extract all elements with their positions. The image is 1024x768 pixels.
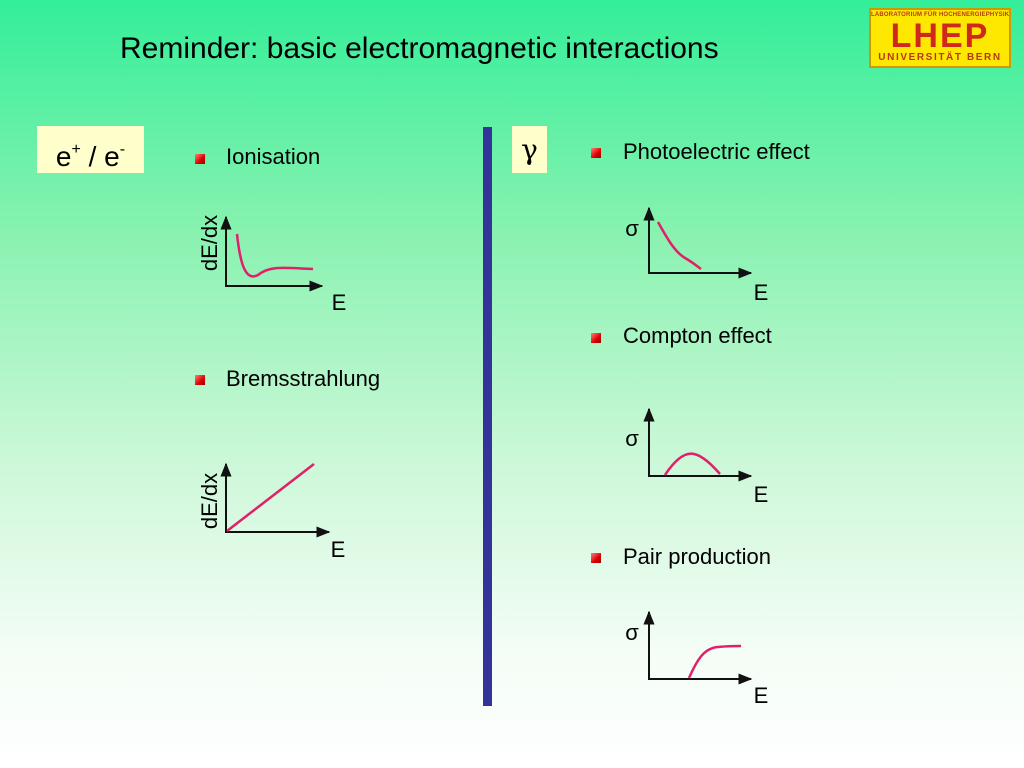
item-bremsstrahlung-label: Bremsstrahlung <box>226 366 381 391</box>
bremsstrahlung-y-label: dE/dx <box>197 473 222 529</box>
bullet-photoelectric <box>591 148 601 158</box>
ionisation-curve <box>235 233 314 278</box>
compton-y-label: σ <box>625 426 639 451</box>
photoelectric-x-label: E <box>754 280 769 305</box>
photoelectric-axes <box>643 206 753 279</box>
compton-plot: σ E <box>625 407 769 507</box>
item-ionisation-label: Ionisation <box>226 144 321 169</box>
logo-top-line: LABORATORIUM FÜR HOCHENERGIEPHYSIK <box>871 12 1010 18</box>
bremsstrahlung-axes <box>220 462 331 538</box>
photoelectric-curve <box>656 221 702 270</box>
item-photoelectric-label: Photoelectric effect <box>623 139 810 164</box>
photoelectric-plot: σ E <box>625 206 769 305</box>
slide-title: Reminder: basic electromagnetic interact… <box>120 32 719 65</box>
pair-production-plot: σ E <box>625 610 769 708</box>
ionisation-plot: dE/dx E <box>197 215 346 315</box>
pair-production-curve <box>687 644 742 679</box>
pair-production-axes <box>643 610 753 685</box>
bremsstrahlung-x-label: E <box>331 537 346 562</box>
ionisation-x-label: E <box>332 290 347 315</box>
compton-curve <box>663 452 721 476</box>
electron-symbol: e <box>55 141 72 172</box>
bullet-pair-production <box>591 553 601 563</box>
compton-axes <box>643 407 753 482</box>
pair-production-x-label: E <box>754 683 769 708</box>
logo-bottom-line: UNIVERSITÄT BERN <box>878 52 1002 63</box>
lhep-logo: LABORATORIUM FÜR HOCHENERGIEPHYSIK LHEP … <box>869 8 1011 68</box>
bremsstrahlung-plot: dE/dx E <box>197 462 346 562</box>
gamma-symbol: γ <box>521 133 538 166</box>
bremsstrahlung-curve <box>226 463 315 532</box>
panel-divider <box>483 127 492 706</box>
photoelectric-y-label: σ <box>625 216 639 241</box>
logo-main: LHEP <box>890 17 990 55</box>
compton-x-label: E <box>754 482 769 507</box>
bullet-ionisation <box>195 154 205 164</box>
photon-label-box: γ <box>512 126 547 173</box>
minus-superscript: - <box>119 141 126 158</box>
lepton-label-box: e+ / e- <box>37 126 144 173</box>
ionisation-axes <box>220 215 324 292</box>
pair-production-y-label: σ <box>625 620 639 645</box>
ionisation-y-label: dE/dx <box>197 215 222 271</box>
item-pair-production-label: Pair production <box>623 544 771 569</box>
separator-text: / e <box>80 141 120 172</box>
plus-superscript: + <box>71 141 81 158</box>
item-compton-label: Compton effect <box>623 323 772 348</box>
bullet-compton <box>591 333 601 343</box>
bullet-bremsstrahlung <box>195 375 205 385</box>
